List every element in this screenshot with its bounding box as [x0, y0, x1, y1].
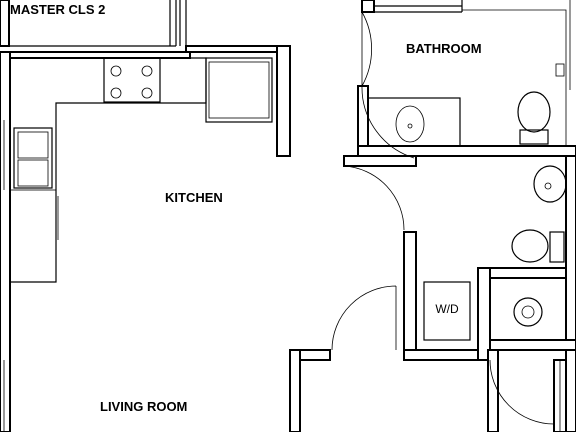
room-label-master-closet: MASTER CLS 2: [10, 2, 105, 17]
room-label-kitchen: KITCHEN: [165, 190, 223, 205]
wall-kitchen-right-top: [276, 45, 291, 157]
burner-2: [141, 65, 153, 77]
hall-sink-drain: [544, 182, 552, 190]
bath-sink: [395, 105, 425, 143]
water-heater-inner: [521, 305, 535, 319]
door-laundry: [331, 285, 397, 351]
wall-kitchen-top-left: [0, 51, 11, 432]
hall-sink: [533, 165, 567, 203]
room-labels: MASTER CLS 2 BATHROOM KITCHEN LIVING ROO…: [10, 2, 482, 414]
windows: [3, 0, 571, 432]
washer-dryer-label: W/D: [435, 302, 459, 316]
refrigerator-inner: [208, 61, 270, 119]
wall-kitchen-top: [185, 45, 291, 53]
wall-bath-left: [357, 85, 369, 153]
bath-sink-drain: [407, 123, 413, 129]
doors: [331, 0, 555, 425]
room-label-living-room: LIVING ROOM: [100, 399, 187, 414]
wall-hall-mid: [343, 155, 417, 167]
wall-bath-bottom: [357, 145, 576, 157]
toilet-tank: [519, 129, 549, 145]
sink-basin-2: [17, 159, 49, 187]
washer-dryer-box: [423, 281, 471, 341]
wall-laundry-bottom: [403, 349, 489, 361]
counter-outline: [10, 57, 207, 283]
water-heater-tank: [513, 297, 543, 327]
kitchen-counter: [9, 57, 273, 283]
hall-toilet-tank: [549, 231, 565, 263]
wall-bath2-bottom: [489, 339, 576, 351]
door-hall: [343, 165, 405, 231]
door-bath-swing: [361, 85, 415, 159]
door-bath: [361, 11, 372, 87]
wall-bath2-top: [477, 267, 576, 279]
room-label-bathroom: BATHROOM: [406, 41, 482, 56]
burner-4: [141, 87, 153, 99]
wall-bath-top: [361, 0, 375, 13]
refrigerator: [205, 57, 273, 123]
dishwasher: [9, 189, 57, 283]
vanity-counter: [367, 97, 461, 147]
shower-curtain: [462, 9, 567, 146]
wall-closet-bottom-right: [487, 349, 499, 432]
sink-basin-1: [17, 131, 49, 159]
toilet-bowl: [517, 91, 551, 133]
wall-closet-left: [0, 0, 10, 47]
wall-closet-right2: [179, 0, 187, 46]
wall-hall-right: [403, 231, 417, 361]
wall-living-stub: [289, 349, 301, 432]
water-heater: [513, 297, 543, 327]
hall-toilet: [511, 229, 549, 263]
laundry: W/D: [423, 281, 471, 341]
wall-bath-top-line: [374, 0, 463, 13]
wall-right-edge: [565, 155, 576, 432]
wall-closet-right: [169, 0, 177, 46]
shower-fixture: [555, 63, 565, 77]
wall-bath2-left: [477, 267, 491, 361]
bathroom-fixtures: [367, 9, 567, 147]
door-closet: [489, 359, 555, 425]
burner-3: [110, 87, 122, 99]
kitchen-sink: [13, 127, 53, 189]
burner-1: [110, 65, 122, 77]
wall-kitchen-top-band: [9, 51, 191, 59]
hall-bath-fixtures: [511, 165, 567, 263]
stove: [103, 57, 161, 103]
